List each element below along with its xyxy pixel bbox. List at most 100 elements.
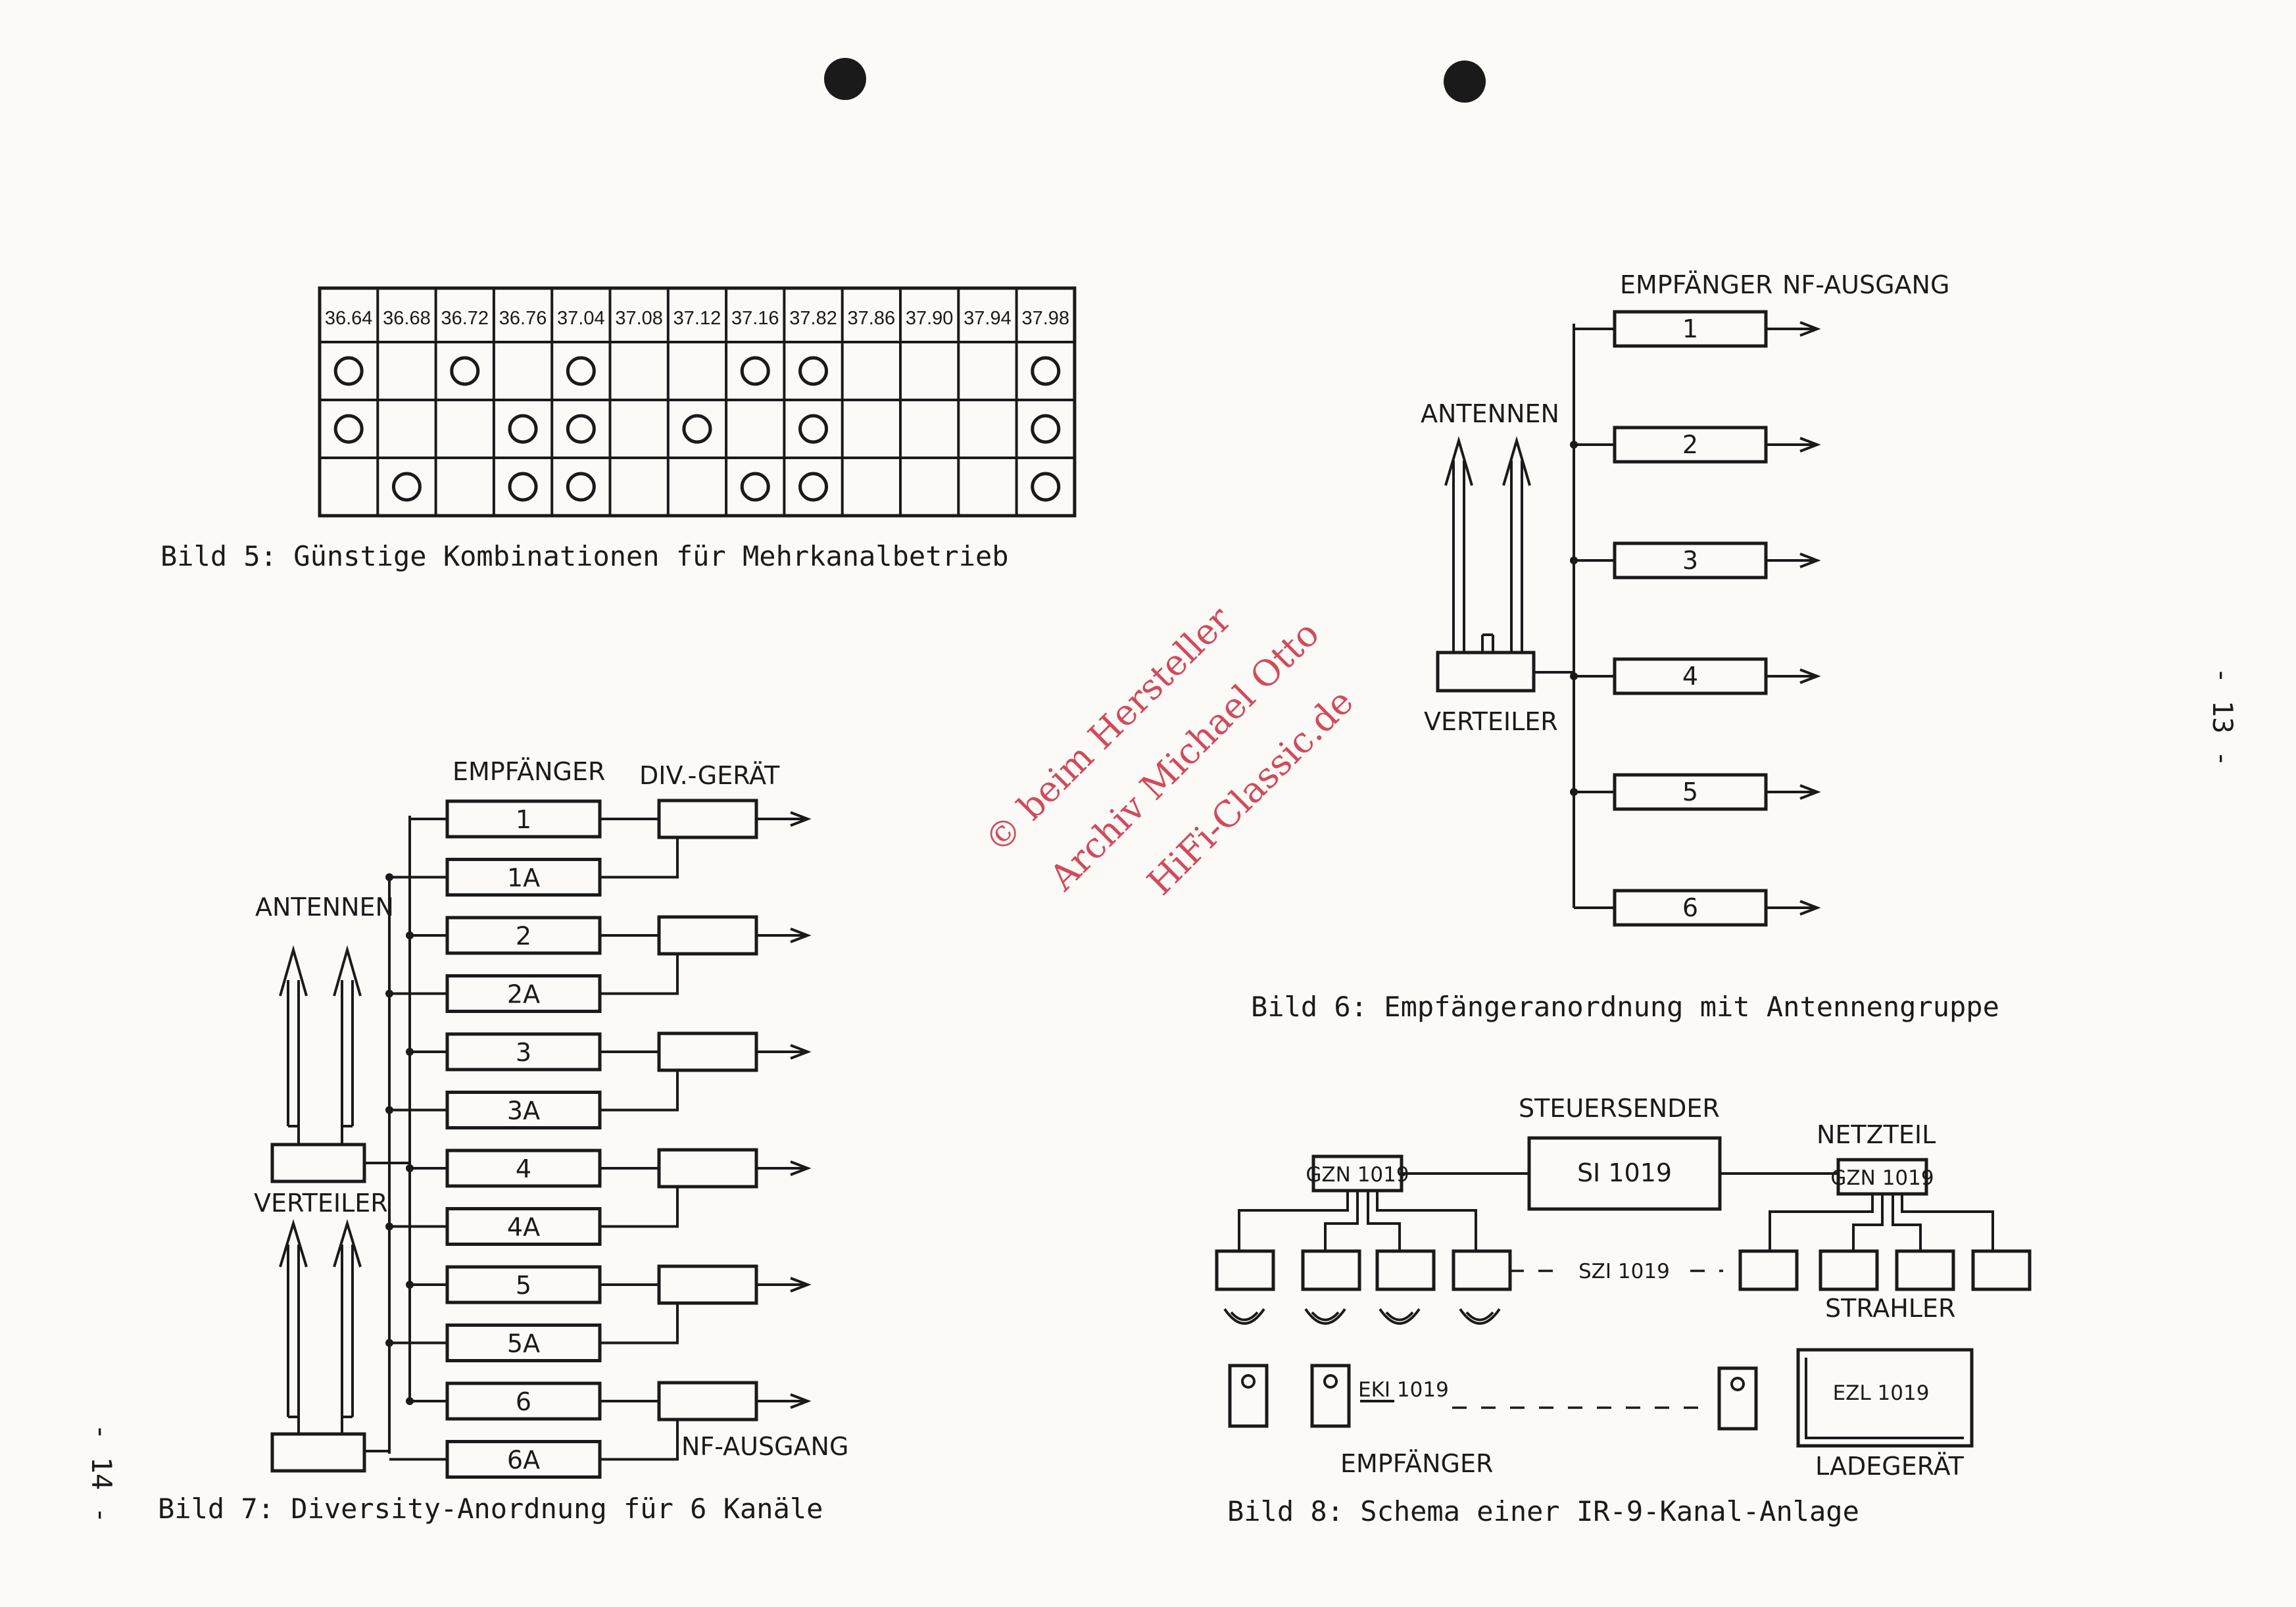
fig8-radiators-label: STRAHLER [1825, 1294, 1955, 1323]
punch-hole-right [1444, 61, 1486, 103]
fig5-grid-lines [318, 286, 1077, 518]
fig5-combination-mark [1031, 472, 1061, 502]
fig8-receiver-body [1228, 1364, 1269, 1428]
fig7-receiver-label: 4A [507, 1213, 540, 1242]
fig7-output-arrow [756, 1160, 812, 1176]
fig7-antenna-upper-left [279, 945, 308, 1126]
fig8-receiver-eye [1241, 1374, 1256, 1389]
fig7-input-secondary [600, 1303, 679, 1345]
fig8-receiver-body [1310, 1364, 1351, 1428]
fig7-receiver-label: 3 [516, 1038, 531, 1067]
fig7-diversity-arrangement: EMPFÄNGER DIV.-GERÄT ANTENNEN VERTEILER … [158, 757, 848, 1525]
fig7-output-arrow [756, 811, 812, 827]
fig5-frequency-label: 37.12 [673, 308, 721, 329]
fig8-ir-wave-icon [1459, 1308, 1501, 1325]
fig7-antenna-upper-right [333, 945, 362, 1126]
fig5-combination-mark [682, 414, 712, 444]
fig8-radiator-box [1215, 1249, 1275, 1291]
fig8-ir-wave-icon [1379, 1308, 1421, 1325]
fig7-diversity-box [657, 1264, 758, 1305]
fig5-table-border [318, 286, 1077, 518]
fig5-combination-mark [508, 472, 538, 502]
fig8-right-unit-label: GZN 1019 [1830, 1166, 1934, 1190]
fig7-receiver-label: 2 [516, 922, 531, 951]
fig7-junction-dot [385, 1222, 393, 1231]
fig8-receiver-device [1228, 1364, 1269, 1428]
fig7-receiver-label: 1A [507, 864, 540, 893]
fig7-diversity-box [657, 799, 758, 839]
fig6-junction-dot [1570, 441, 1578, 449]
fig5-frequency-label: 37.08 [615, 308, 663, 329]
fig5-combination-mark [798, 472, 829, 502]
fig6-output-arrow [1766, 900, 1821, 916]
fig7-receiver-row: 5 [406, 1265, 602, 1304]
fig8-receiver-eye [1730, 1377, 1745, 1391]
fig6-junction-dot [1570, 672, 1578, 680]
fig5-combination-mark [798, 356, 829, 386]
fig7-caption: Bild 7: Diversity-Anordnung für 6 Kanäle [158, 1493, 823, 1525]
fig7-diversity-box [657, 1381, 758, 1422]
punch-hole-left [824, 58, 866, 100]
fig7-antenna-lower-left [279, 1219, 308, 1417]
fig5-combination-mark [333, 414, 364, 444]
fig6-receiver-row: 2 [1570, 426, 1821, 464]
fig7-receiver-label: 5A [507, 1329, 540, 1358]
fig7-receiver-row: 2A [385, 974, 602, 1013]
fig6-antenna-right [1502, 435, 1531, 653]
fig6-header-receiver: EMPFÄNGER [1620, 270, 1772, 299]
fig8-ir-wave-icon [1304, 1308, 1346, 1325]
fig7-diversity-box [657, 915, 758, 956]
watermark: © beim Hersteller Archiv Michael Otto Hi… [977, 599, 1361, 903]
fig7-receiver-row: 5A [385, 1323, 602, 1362]
fig5-caption: Bild 5: Günstige Kombinationen für Mehrk… [160, 540, 1009, 572]
fig5-combination-mark [566, 356, 596, 386]
fig7-junction-dot [385, 1339, 393, 1347]
fig5-frequency-label: 37.16 [731, 308, 779, 329]
fig8-power-label: NETZTEIL [1817, 1120, 1936, 1149]
fig7-receiver-row: 1A [385, 858, 602, 897]
fig7-receiver-row: 1 [410, 799, 602, 839]
fig7-receiver-row: 4 [406, 1149, 602, 1188]
fig7-antennas-label: ANTENNEN [255, 893, 394, 922]
fig7-diversity-device [600, 799, 812, 879]
fig8-charger-inner [1805, 1358, 1964, 1439]
fig5-frequency-label: 37.90 [906, 308, 954, 329]
fig6-output-arrow [1766, 321, 1821, 337]
fig8-radiator-box [1301, 1249, 1361, 1291]
fig8-left-tree [1238, 1191, 1477, 1251]
fig6-output-arrow [1766, 784, 1821, 800]
page-number-left: - 14 - [85, 1423, 118, 1523]
fig7-input-secondary [600, 1420, 679, 1461]
fig6-output-arrow [1766, 668, 1821, 684]
fig6-receiver-label: 5 [1682, 778, 1698, 806]
fig5-frequency-label: 37.82 [789, 308, 837, 329]
fig6-receiver-row: 1 [1574, 310, 1821, 348]
fig8-receivers-label: EMPFÄNGER [1340, 1449, 1493, 1478]
fig7-junction-dot [406, 1397, 414, 1405]
fig7-distributor-outputs [364, 1162, 410, 1452]
fig7-input-secondary [600, 954, 679, 995]
fig7-upper-feed [288, 1125, 353, 1145]
fig7-distributor-upper [270, 1143, 366, 1183]
fig7-header-device: DIV.-GERÄT [639, 761, 780, 790]
fig8-radiators-dash-label: SZI 1019 [1578, 1260, 1670, 1283]
fig8-transmitter-label: STEUERSENDER [1519, 1094, 1720, 1123]
fig7-junction-dot [385, 989, 393, 998]
fig6-distributor-label: VERTEILER [1424, 707, 1558, 736]
fig6-receiver-row: 5 [1570, 773, 1821, 811]
fig8-receiver-body [1717, 1366, 1758, 1431]
fig7-diversity-box [657, 1031, 758, 1072]
fig7-junction-dot [385, 873, 393, 881]
fig6-receiver-label: 3 [1682, 546, 1698, 575]
fig7-output-arrow [756, 1277, 812, 1293]
fig6-receiver-row: 4 [1570, 657, 1821, 695]
page-number-right: - 13 - [2207, 667, 2239, 767]
fig7-receiver-label: 1 [516, 805, 531, 834]
fig6-antenna-left [1444, 435, 1473, 653]
fig6-receiver-row: 3 [1570, 541, 1821, 580]
fig7-receiver-label: 5 [516, 1271, 531, 1300]
fig7-distributor-label: VERTEILER [254, 1189, 388, 1218]
